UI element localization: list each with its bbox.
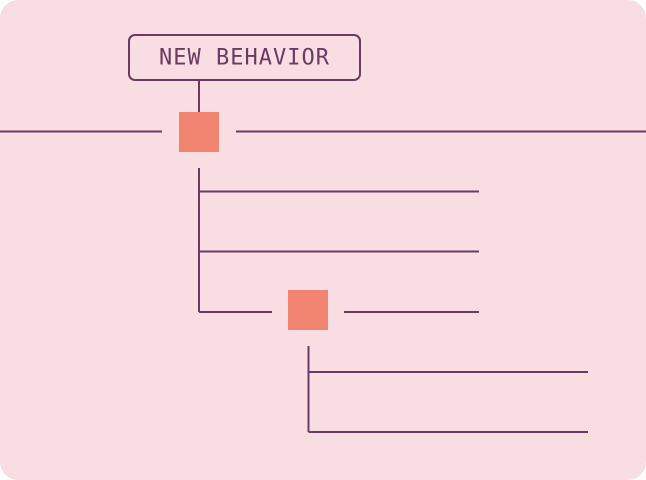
primary-node <box>179 112 219 152</box>
secondary-node <box>288 290 328 330</box>
new-behavior-label: NEW BEHAVIOR <box>128 34 361 81</box>
label-text: NEW BEHAVIOR <box>159 46 330 71</box>
label-box <box>128 34 361 81</box>
